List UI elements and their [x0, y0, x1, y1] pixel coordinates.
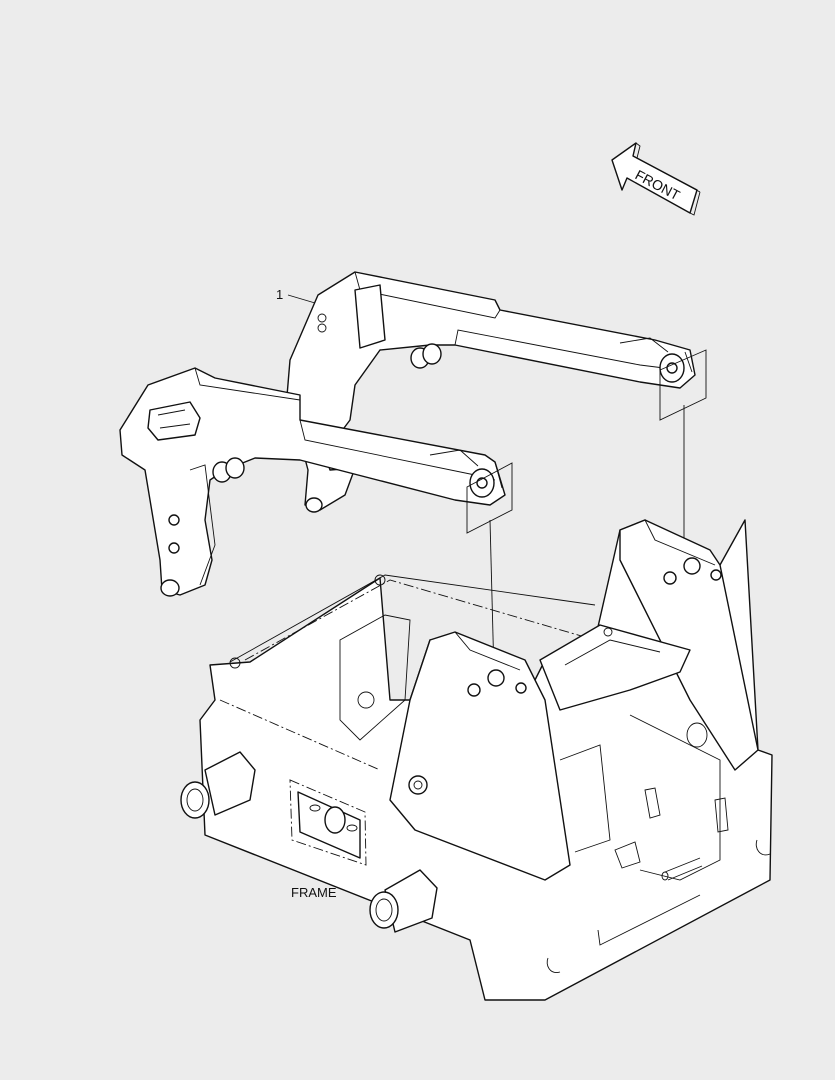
- frame-assembly: [180, 519, 773, 1001]
- axle-tube-left: [180, 751, 256, 819]
- loader-arm-assembly: [119, 271, 696, 597]
- front-arrow-icon: FRONT: [611, 142, 701, 216]
- frame-label: FRAME: [291, 885, 337, 900]
- callout-1-label: 1: [276, 287, 284, 302]
- axle-tube-right: [369, 869, 438, 933]
- callout-1-leader: [287, 294, 316, 304]
